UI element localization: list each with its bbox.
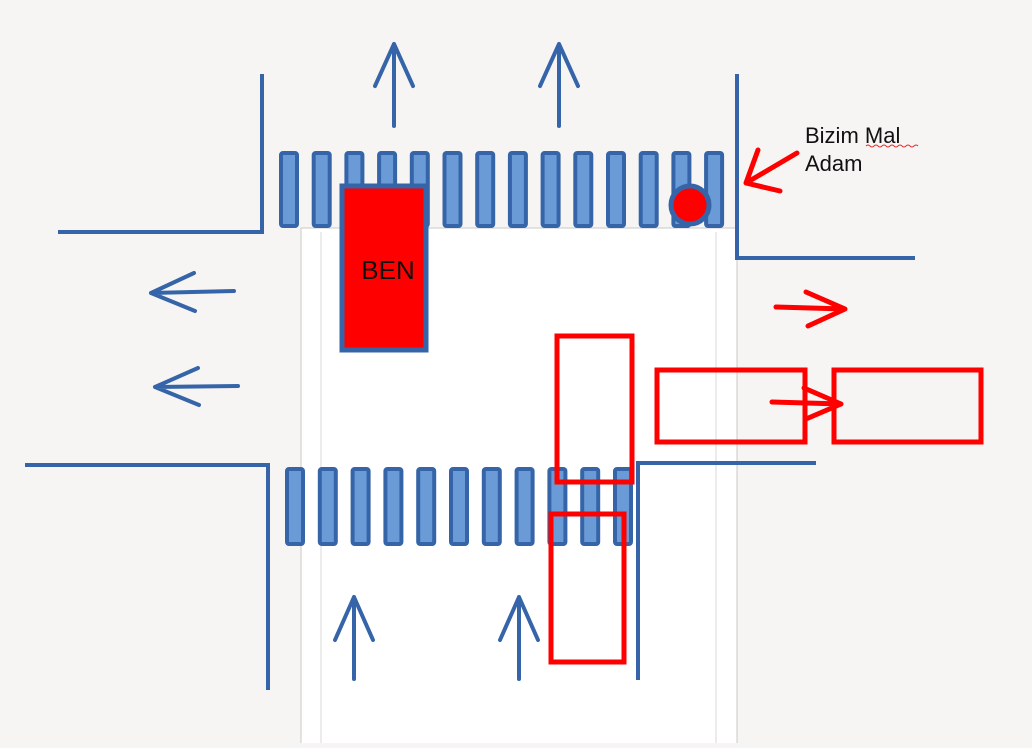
road-edge-bottom-right [636,461,816,680]
crosswalk-stripe [317,467,338,546]
road-edge-top-left [58,74,264,234]
crosswalk-stripe [638,151,659,228]
crosswalk-stripe [285,467,305,546]
crosswalk-top [279,151,725,228]
vehicle-outline-horizontal-left [654,367,808,445]
crosswalk-stripe [449,467,469,546]
road-edge-top-right [735,74,915,260]
arrow-icon-up-4 [498,595,540,681]
crosswalk-stripe [580,467,601,546]
crosswalk-stripe [279,151,299,228]
crosswalk-stripe [383,467,404,546]
annotation-line-1: Bizim Mal [805,123,900,148]
crosswalk-stripe [475,151,496,228]
crosswalk-stripe [573,151,594,228]
arrow-icon-up-3 [333,595,375,681]
red-arrow-icon-pointer [743,147,800,194]
crosswalk-stripe [481,467,502,546]
traffic-arrows [149,42,580,681]
crosswalk-stripe [442,151,463,228]
ben-label: BEN [361,255,414,285]
ben-vehicle [339,183,429,353]
red-arrow-icon-right-1 [773,289,848,329]
arrow-icon-up-2 [538,42,580,128]
crosswalk-stripe [540,151,561,228]
annotation-line-2: Adam [805,151,862,176]
arrow-icon-up-1 [373,42,415,128]
vehicle-outline-vertical-upper [554,333,635,485]
crosswalk-bottom [285,467,633,546]
crosswalk-stripe [416,467,437,546]
red-dot-icon-pedestrian [668,183,712,227]
vehicle-outline-vertical-lower [548,511,627,665]
arrow-icon-left-1 [149,271,236,313]
spellcheck-underline [865,144,919,148]
vehicle-outline-horizontal-right [831,367,984,445]
road-edge-bottom-left [25,463,270,690]
road-edges [25,74,915,690]
red-arrow-icon-right-2 [769,385,844,422]
red-arrows [743,147,848,422]
crosswalk-stripe [350,467,371,546]
crosswalk-stripe [311,151,332,228]
crosswalk-stripe [507,151,528,228]
crosswalk-stripe [514,467,535,546]
arrow-icon-left-2 [153,366,240,407]
crosswalk-stripe [606,151,626,228]
